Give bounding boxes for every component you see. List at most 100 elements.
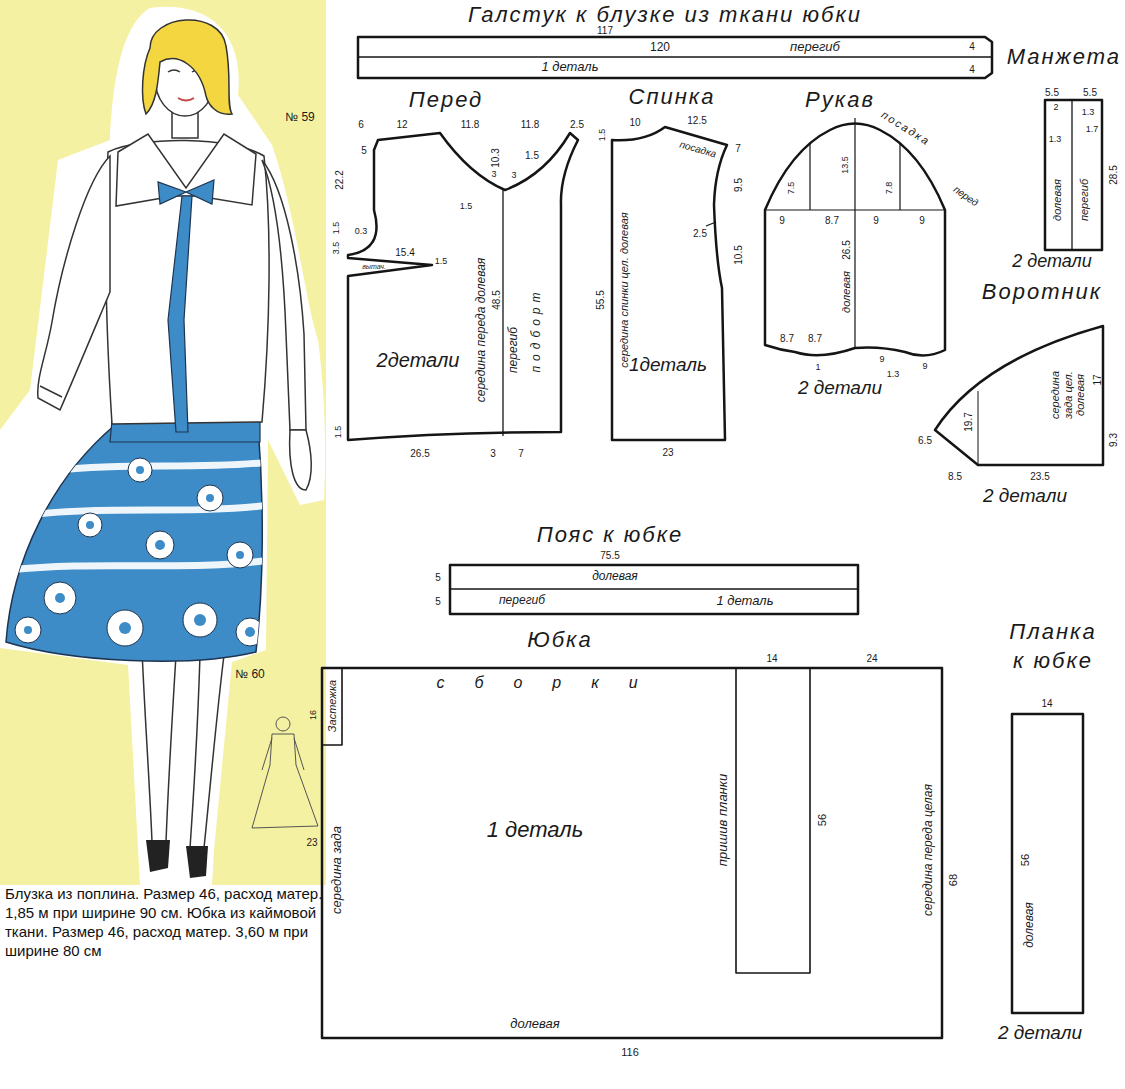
dimension-label: 1.5 <box>334 426 344 439</box>
dimension-label: 56 <box>816 814 828 826</box>
dimension-label: 0.3 <box>355 227 368 237</box>
illustration-shape <box>227 542 253 568</box>
piece-note: 2детали <box>377 349 460 371</box>
dimension-label: 7 <box>735 143 741 154</box>
piece-note: 2 детали <box>998 1023 1082 1044</box>
piece-note: середина переда целая <box>922 784 935 916</box>
back-piece: Спинкапосадкасередина спинки цел. долева… <box>610 125 730 443</box>
illustration-shape <box>197 485 223 511</box>
dimension-label: 5.5 <box>1083 87 1097 98</box>
dimension-label: 9 <box>919 215 925 226</box>
dimension-label: 24 <box>866 653 877 664</box>
dimension-label: 10.3 <box>490 148 501 167</box>
model-number: № 60 <box>235 668 265 681</box>
illustration-shape <box>146 840 170 872</box>
dimension-label: 1.5 <box>525 150 539 161</box>
illustration-shape <box>24 466 255 637</box>
dimension-label: 4 <box>969 64 975 75</box>
caption-text: Блузка из поплина. Размер 46, расход мат… <box>5 884 323 960</box>
illustration-shape <box>158 180 214 204</box>
dimension-label: 11.8 <box>521 119 540 130</box>
piece-heading: Воротник <box>982 280 1102 304</box>
illustration-shape <box>183 603 217 637</box>
dimension-label: 1.5 <box>598 129 608 142</box>
illustration-shape <box>128 458 152 482</box>
dimension-label: 23 <box>662 447 673 458</box>
cuff-piece: Манжетадолеваяперегиб2 детали <box>1045 100 1102 250</box>
illustration-shape <box>190 655 224 848</box>
piece-note: 2 детали <box>983 486 1067 507</box>
model-number: № 59 <box>285 111 315 124</box>
illustration-shape <box>15 458 264 646</box>
guide-line <box>502 190 503 436</box>
piece-heading: Пояс к юбке <box>537 523 684 547</box>
dimension-label: 1 <box>815 363 820 373</box>
dimension-label: 13.5 <box>841 156 851 174</box>
yellow-panel <box>0 0 326 885</box>
illustration-shape <box>136 466 144 474</box>
cut-line <box>322 668 942 1038</box>
dimension-label: 5 <box>361 145 367 156</box>
illustration-shape <box>236 618 264 646</box>
dimension-label: 1.5 <box>435 257 448 267</box>
dimension-label: 22.2 <box>334 170 345 189</box>
piece-note: вытач. <box>362 263 386 271</box>
illustration-shape <box>24 626 32 634</box>
illustration-shape <box>206 494 214 502</box>
dimension-label: 7.5 <box>787 182 797 195</box>
piece-note: 1 деталь <box>541 60 598 74</box>
illustration-shape <box>194 614 206 626</box>
piece-note: 1 деталь <box>716 594 773 608</box>
piece-outline <box>355 34 995 82</box>
illustration-shape <box>6 425 262 661</box>
illustration-shape <box>146 531 174 559</box>
dimension-label: 5 <box>435 572 441 583</box>
dimension-label: 26.5 <box>841 240 852 259</box>
piece-note: середина зада цел. долевая <box>1049 359 1087 431</box>
dimension-label: 5.5 <box>1045 87 1059 98</box>
piece-note: середина спинки цел. долевая <box>618 212 630 367</box>
piece-note: долевая <box>1023 902 1036 948</box>
guide-line <box>322 668 810 973</box>
piece-note: долевая <box>840 271 852 313</box>
illustration-shape <box>44 582 76 614</box>
dimension-label: 8.5 <box>948 471 962 482</box>
dimension-label: 8.7 <box>825 215 839 226</box>
dimension-label: 4 <box>969 41 975 52</box>
illustration-shape <box>252 717 318 828</box>
dimension-label: 17 <box>1092 374 1103 385</box>
illustration-shape <box>143 20 232 114</box>
dimension-label: 48.5 <box>491 290 502 309</box>
dimension-label: 3.5 <box>332 242 342 255</box>
piece-heading: Галстук к блузке из ткани юбки <box>468 3 862 27</box>
dimension-label: 56 <box>1019 854 1031 866</box>
dimension-label: 3 <box>491 170 496 180</box>
piece-note: середина переда долевая <box>475 258 488 403</box>
dimension-label: 9 <box>922 362 927 372</box>
illustration-shape <box>142 650 176 842</box>
cut-line <box>1045 100 1102 250</box>
dimension-label: 1.5 <box>332 222 342 235</box>
collar-piece: Воротниксередина зада цел. долевая2 дета… <box>933 323 1105 468</box>
figure-backdrop <box>0 7 325 885</box>
illustration-shape <box>10 458 270 646</box>
dimension-label: 9.3 <box>1108 433 1119 447</box>
piece-outline <box>346 130 580 443</box>
dimension-label: 116 <box>621 1046 639 1058</box>
cut-line <box>935 326 1103 465</box>
dimension-label: 12 <box>396 119 407 130</box>
piece-note: сборки <box>436 674 667 692</box>
dimension-label: 14 <box>766 653 777 664</box>
dimension-label: 2.5 <box>570 119 584 130</box>
guide-line <box>978 391 979 465</box>
dimension-label: 23 <box>306 837 317 848</box>
piece-note: долевая <box>510 1017 559 1031</box>
piece-outline <box>763 116 948 363</box>
dimension-label: 3 <box>511 171 516 181</box>
dimension-label: 68 <box>947 874 959 886</box>
piece-note: пришив планки <box>716 774 730 866</box>
piece-note: долевая <box>1051 179 1063 221</box>
dimension-label: 9 <box>879 355 884 365</box>
illustration-shape <box>155 540 165 550</box>
guide-line <box>450 588 858 589</box>
